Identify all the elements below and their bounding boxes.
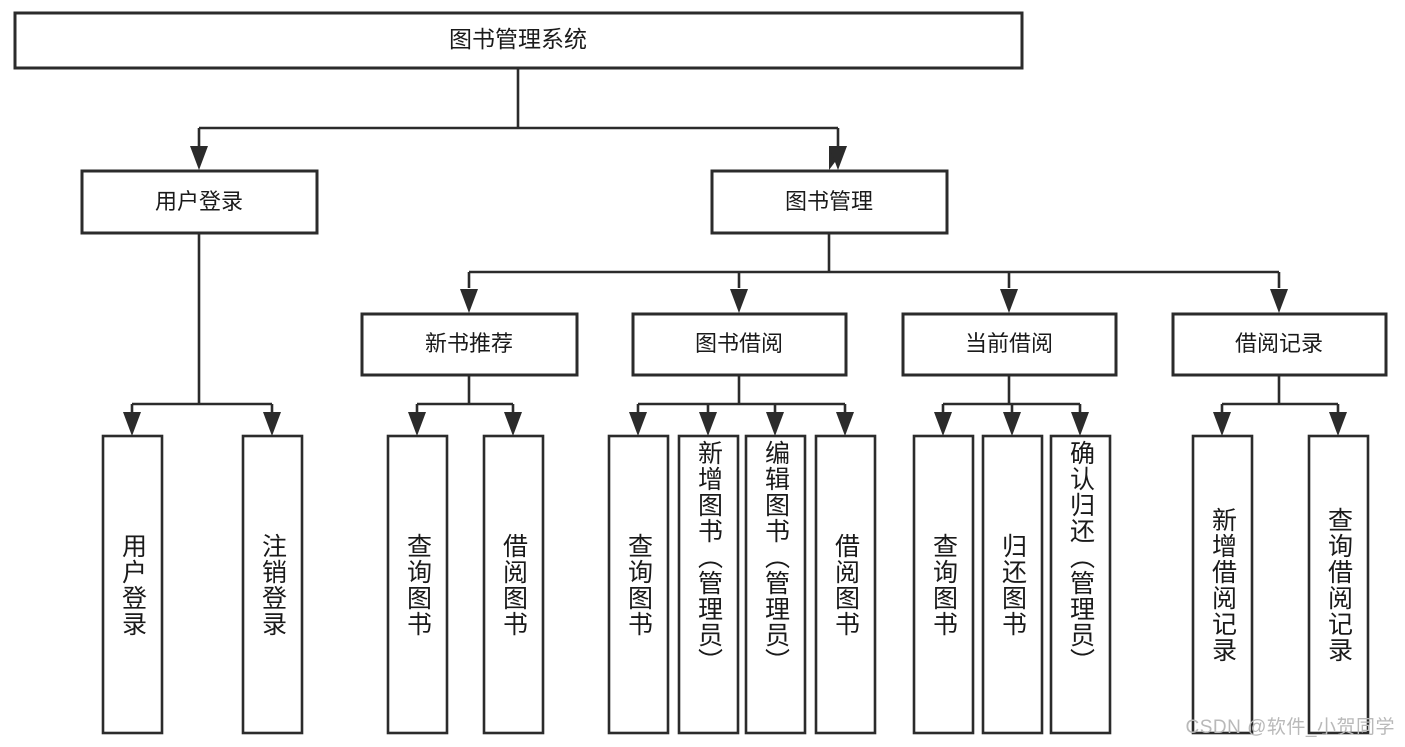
node-leaf-edit-book-rect[interactable] xyxy=(744,434,807,735)
node-current-borrow-label: 当前借阅 xyxy=(965,331,1053,356)
node-leaf-query-book-3[interactable] xyxy=(912,434,975,735)
node-leaf-borrow-book-2[interactable] xyxy=(814,434,877,735)
node-leaf-edit-book[interactable] xyxy=(744,434,807,735)
arrow-head-leaf-return-book xyxy=(1003,412,1021,436)
arrow-head-book-management xyxy=(829,146,847,170)
connector-borrow-record-to-leaves xyxy=(1213,375,1347,436)
arrow-head-leaf-edit-book xyxy=(766,412,784,436)
node-current-borrow-rect[interactable] xyxy=(901,312,1118,377)
node-leaf-return-book[interactable] xyxy=(981,434,1044,735)
csdn-watermark: CSDN @软件_小贺同学 xyxy=(1185,717,1395,738)
node-leaf-query-book-2[interactable] xyxy=(607,434,670,735)
node-new-book-recommend-rect[interactable] xyxy=(360,312,579,377)
arrow-head-leaf-add-book xyxy=(699,412,717,436)
arrow-head-leaf-borrow-book-1 xyxy=(504,412,522,436)
arrow-head-leaf-user-logout xyxy=(263,412,281,436)
node-leaf-user-login-rect[interactable] xyxy=(101,434,164,735)
arrow-head-new-book-recommend xyxy=(460,289,478,313)
arrow-head-leaf-query-book-2 xyxy=(629,412,647,436)
node-borrow-record-rect[interactable] xyxy=(1171,312,1388,377)
node-leaf-query-record-rect[interactable] xyxy=(1307,434,1370,735)
node-leaf-add-book[interactable] xyxy=(677,434,740,735)
arrow-head-leaf-user-login xyxy=(123,412,141,436)
node-leaf-borrow-book-1-rect[interactable] xyxy=(482,434,545,735)
node-user-login-rect[interactable] xyxy=(80,169,319,235)
arrow-head-leaf-confirm-return xyxy=(1071,412,1089,436)
node-leaf-query-book-2-rect[interactable] xyxy=(607,434,670,735)
arrow-head-current-borrow xyxy=(1000,289,1018,313)
node-root-label: 图书管理系统 xyxy=(449,26,587,52)
node-user-login[interactable]: 用户登录 xyxy=(80,169,319,235)
node-borrow-record[interactable]: 借阅记录 xyxy=(1171,312,1388,377)
node-leaf-user-logout[interactable] xyxy=(241,434,304,735)
connector-user-login-to-leaves xyxy=(123,233,281,436)
connector-root-to-level2 xyxy=(190,68,847,170)
node-user-login-label: 用户登录 xyxy=(155,189,243,214)
node-leaf-query-record[interactable] xyxy=(1307,434,1370,735)
node-book-borrow-label: 图书借阅 xyxy=(695,331,783,356)
node-leaf-add-book-rect[interactable] xyxy=(677,434,740,735)
node-leaf-add-record[interactable] xyxy=(1191,434,1254,735)
nodes-layer: 图书管理系统 用户登录 图书管理 新书推荐 图书借阅 xyxy=(13,11,1388,735)
node-leaf-borrow-book-1[interactable] xyxy=(482,434,545,735)
node-book-borrow-rect[interactable] xyxy=(631,312,848,377)
node-leaf-query-book-3-rect[interactable] xyxy=(912,434,975,735)
arrow-head-leaf-query-book-3 xyxy=(934,412,952,436)
connector-book-borrow-to-leaves xyxy=(629,375,854,436)
node-new-book-recommend[interactable]: 新书推荐 xyxy=(360,312,579,377)
arrow-head-borrow-record xyxy=(1270,289,1288,313)
node-root[interactable]: 图书管理系统 xyxy=(13,11,1024,70)
node-book-management-label: 图书管理 xyxy=(785,189,873,214)
node-leaf-user-logout-rect[interactable] xyxy=(241,434,304,735)
arrow-head-book-borrow xyxy=(730,289,748,313)
node-leaf-borrow-book-2-rect[interactable] xyxy=(814,434,877,735)
node-leaf-confirm-return-rect[interactable] xyxy=(1049,434,1112,735)
arrow-head-user-login xyxy=(190,146,208,170)
arrow-head-leaf-query-book-1 xyxy=(408,412,426,436)
connector-new-book-recommend-to-leaves xyxy=(408,375,522,436)
node-leaf-query-book-1-rect[interactable] xyxy=(386,434,449,735)
node-leaf-add-record-rect[interactable] xyxy=(1191,434,1254,735)
node-book-management[interactable]: 图书管理 xyxy=(710,169,949,235)
node-current-borrow[interactable]: 当前借阅 xyxy=(901,312,1118,377)
node-leaf-confirm-return[interactable] xyxy=(1049,434,1112,735)
node-book-borrow[interactable]: 图书借阅 xyxy=(631,312,848,377)
connectors-layer xyxy=(123,68,1347,436)
node-new-book-recommend-label: 新书推荐 xyxy=(425,331,513,356)
node-borrow-record-label: 借阅记录 xyxy=(1235,331,1323,356)
node-leaf-user-login[interactable] xyxy=(101,434,164,735)
node-leaf-return-book-rect[interactable] xyxy=(981,434,1044,735)
connector-current-borrow-to-leaves xyxy=(934,375,1089,436)
connector-book-management-to-level3 xyxy=(460,233,1288,313)
node-leaf-query-book-1[interactable] xyxy=(386,434,449,735)
node-book-management-rect[interactable] xyxy=(710,169,949,235)
node-root-rect[interactable] xyxy=(13,11,1024,70)
arrow-head-leaf-add-record xyxy=(1213,412,1231,436)
arrow-head-leaf-query-record xyxy=(1329,412,1347,436)
arrow-head-leaf-borrow-book-2 xyxy=(836,412,854,436)
